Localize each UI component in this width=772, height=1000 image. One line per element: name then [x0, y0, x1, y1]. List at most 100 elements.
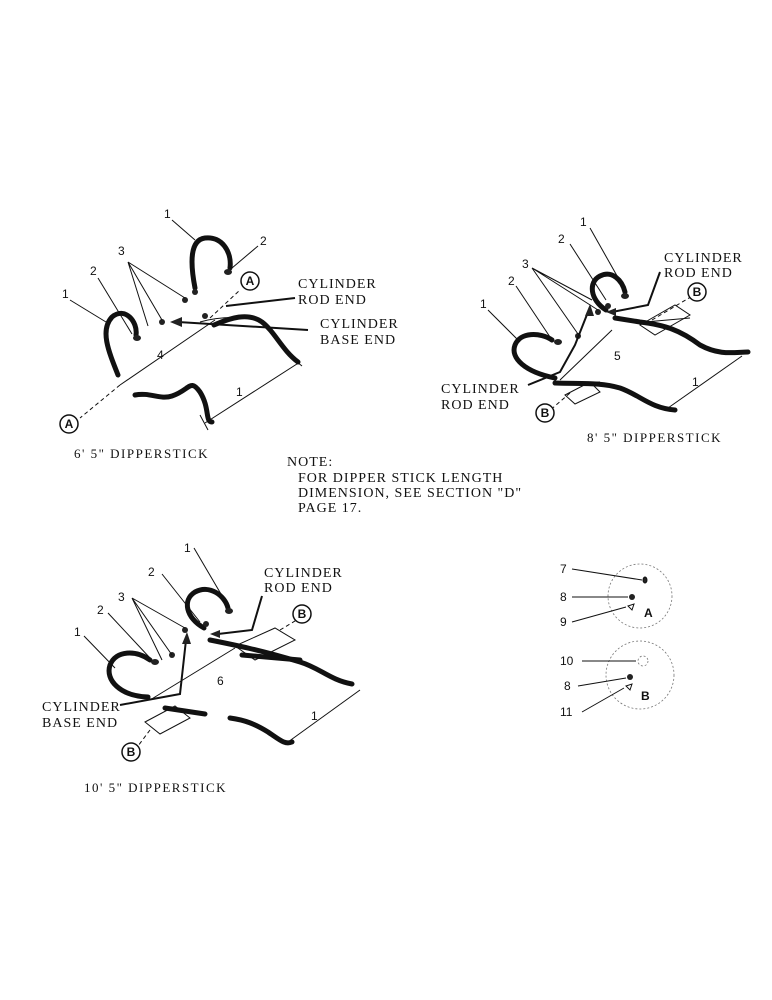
centerline: [137, 617, 301, 747]
fitting-8: [629, 594, 635, 600]
marker-b-bottom-letter: B: [541, 406, 550, 420]
label-cylinder-rod-end-1: CYLINDER: [264, 566, 343, 581]
callout-10: 10: [560, 654, 574, 668]
tube-upper: [644, 317, 691, 323]
leader-1-left: [83, 635, 116, 669]
hose-upper-right: [207, 637, 355, 687]
leader-1-left: [487, 309, 521, 343]
marker-b-bottom: [535, 403, 555, 423]
leader-11: [581, 687, 625, 713]
arrow-rod-end-bottom: [527, 311, 589, 386]
fitting-elbow: [224, 269, 232, 275]
caption-6-5-dipperstick: 6' 5" DIPPERSTICK: [74, 446, 209, 461]
note-line-3: PAGE 17.: [298, 501, 362, 516]
callout-11: 11: [560, 705, 573, 719]
marker-a-bottom: [59, 414, 79, 434]
arrow-head: [210, 630, 220, 638]
arrow-head: [606, 308, 616, 316]
leader-1-left: [69, 299, 107, 323]
detail-b-circle: [605, 640, 675, 710]
callout-1-top: 1: [164, 207, 171, 221]
label-cylinder-base-end-1: CYLINDER: [320, 317, 399, 332]
callout-2-left: 2: [90, 264, 97, 278]
fitting-7: [642, 576, 648, 584]
fitting-9: [627, 603, 635, 611]
fitting-11: [625, 683, 633, 691]
callout-1-top: 1: [184, 541, 191, 555]
dim-line-6: [149, 647, 236, 701]
hose-u-left: [511, 332, 558, 381]
fitting-8: [627, 674, 633, 680]
marker-b-top-letter: B: [298, 607, 307, 621]
arrow-rod-end: [225, 297, 296, 307]
callout-7: 7: [560, 562, 567, 576]
leader-1-top: [193, 547, 229, 607]
label-cylinder-rod-end-bottom-2: ROD END: [441, 398, 510, 413]
leader-2-left: [515, 285, 553, 341]
callout-2-top: 2: [558, 232, 565, 246]
leader-2-left: [107, 612, 151, 659]
label-cylinder-base-end-2: BASE END: [42, 716, 118, 731]
view-10-5-dipperstick: B B 1 2 3 2 1 6 1 CYLINDER ROD END CYLIN…: [42, 541, 361, 795]
dim-line-1: [199, 357, 303, 431]
view-8-5-dipperstick: B B 1 2 3 2 1 5 1 CYLINDER ROD END CYLIN…: [441, 215, 751, 445]
leader-1-top: [589, 227, 626, 291]
dim-line-1: [667, 355, 743, 409]
callout-1-long: 1: [692, 375, 699, 389]
detail-a-letter: A: [644, 606, 653, 620]
hose-u-left: [103, 310, 139, 378]
arrow-base-end: [177, 321, 309, 331]
label-cylinder-rod-end-2: ROD END: [298, 293, 367, 308]
callout-1-left: 1: [74, 625, 81, 639]
hose-u-top: [189, 235, 233, 291]
hose-upper-right: [612, 315, 751, 356]
label-cylinder-base-end-2: BASE END: [320, 333, 396, 348]
callout-2-top: 2: [260, 234, 267, 248]
tube-lower: [162, 705, 208, 717]
detail-a-circle: [607, 563, 673, 629]
callout-6: 6: [217, 674, 224, 688]
fitting-dot: [182, 297, 188, 303]
callout-8-a: 8: [560, 590, 567, 604]
note-heading: NOTE:: [287, 455, 333, 470]
callout-5: 5: [614, 349, 621, 363]
clamp-plate-bottom: [564, 381, 601, 405]
arrow-rod-end-top: [611, 271, 661, 313]
hose-upper-right: [211, 314, 301, 365]
tube-lower: [569, 381, 601, 385]
marker-b-top-letter: B: [693, 285, 702, 299]
hose-u-top: [184, 586, 231, 631]
callout-3: 3: [118, 590, 125, 604]
callout-1-long: 1: [311, 709, 318, 723]
leader-7: [571, 568, 643, 581]
clamp-plate-bottom: [144, 705, 191, 735]
arrow-head: [170, 317, 182, 327]
note-line-2: DIMENSION, SEE SECTION "D": [298, 486, 522, 501]
dim-line-4: [119, 319, 216, 386]
view-6-5-dipperstick: A A 1 2 3 2 1 4 1 CYLINDER ROD END CYLIN…: [59, 207, 399, 461]
marker-b-top: [687, 282, 707, 302]
callout-1-left: 1: [480, 297, 487, 311]
callout-3: 3: [118, 244, 125, 258]
detail-b: 10 8 11 B: [560, 640, 675, 719]
marker-a-bottom-letter: A: [65, 417, 74, 431]
caption-8-5-dipperstick: 8' 5" DIPPERSTICK: [587, 430, 722, 445]
leader-9: [571, 606, 627, 623]
callout-4: 4: [157, 348, 164, 362]
fitting-elbow: [225, 608, 233, 614]
leader-2-top: [569, 243, 607, 301]
leader-2-left: [97, 277, 133, 335]
arrow-base-end: [119, 639, 187, 706]
label-cylinder-rod-end-1: CYLINDER: [298, 277, 377, 292]
hose-lower: [227, 715, 295, 746]
label-cylinder-rod-end-top-2: ROD END: [664, 266, 733, 281]
callout-2-top: 2: [148, 565, 155, 579]
leader-3: [531, 267, 599, 335]
callout-1-left: 1: [62, 287, 69, 301]
dim-line-5: [559, 329, 613, 381]
leader-1-top: [171, 219, 196, 241]
marker-b-bottom-letter: B: [127, 745, 136, 759]
dim-line-1: [287, 689, 361, 743]
fitting-dot: [192, 289, 198, 295]
